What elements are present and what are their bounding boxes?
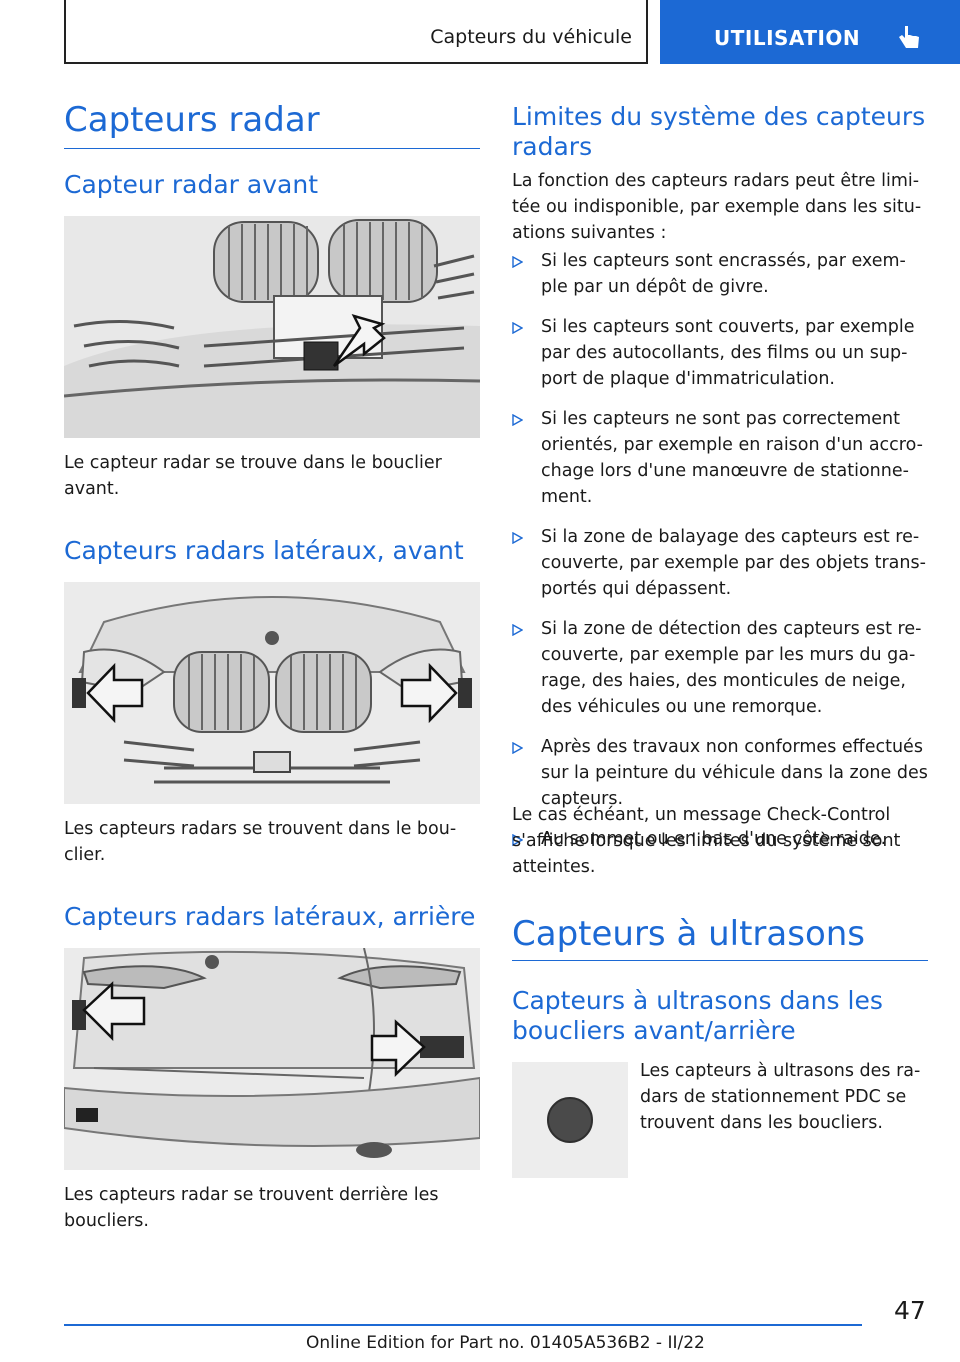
triangle-bullet-icon [512,414,523,426]
front-radar-figure [64,216,480,438]
list-item-text: Si la zone de détection des capteurs est… [541,619,922,717]
ultrasonic-text: Les capteurs à ultrasons des ra-dars de … [640,1061,921,1133]
list-item-text: Si les capteurs ne sont pas correctement… [541,409,923,507]
caption-side-front-radar: Les capteurs radars se trouvent dans le … [64,819,457,865]
triangle-bullet-icon [512,532,523,544]
limits-list: Si les capteurs sont encrassés, par exem… [512,248,932,866]
heading-front-radar: Capteur radar avant [64,170,318,199]
list-item-text: Après des travaux non conformes effectué… [541,737,928,809]
header-chapter-title: UTILISATION [714,26,861,50]
section-title-radar: Capteurs radar [64,100,320,140]
heading-side-rear-radar: Capteurs radars latéraux, arrière [64,902,476,931]
title-rule [64,148,480,149]
footer-rule [64,1324,862,1326]
list-item-text: Si les capteurs sont couverts, par exemp… [541,317,915,389]
triangle-bullet-icon [512,742,523,754]
list-item: Si la zone de détection des capteurs est… [512,616,932,720]
triangle-bullet-icon [512,834,523,846]
heading-system-limits: Limites du système des capteurs radars [512,102,926,161]
kidney-grille-left [213,221,319,303]
caption-side-rear-radar: Les capteurs radar se trouvent derrière … [64,1185,439,1231]
list-item-text: Si les capteurs sont encrassés, par exem… [541,251,906,297]
section-title-ultrasonic: Capteurs à ultrasons [512,914,866,954]
list-item-text: Au sommet ou en bas d'une côte raide. [541,829,887,849]
limits-outro: Le cas échéant, un message Check-Control… [512,805,901,877]
heading-ultrasonic-bumpers: Capteurs à ultrasons dans les boucliers … [512,986,883,1045]
header-section-title: Capteurs du véhicule [430,26,632,48]
side-front-radar-figure [64,582,480,804]
list-item: Si les capteurs sont encrassés, par exem… [512,248,932,300]
page-number: 47 [894,1296,926,1325]
pointing-hand-icon [899,26,919,48]
ultrasonic-sensor-figure [512,1062,628,1178]
limits-intro: La fonction des capteurs radars peut êtr… [512,171,922,243]
header-section-box: Capteurs du véhicule [64,0,648,64]
caption-front-radar: Le capteur radar se trouve dans le boucl… [64,453,442,499]
list-item: Au sommet ou en bas d'une côte raide. [512,826,932,852]
list-item: Si la zone de balayage des capteurs est … [512,524,932,602]
triangle-bullet-icon [512,322,523,334]
heading-side-front-radar: Capteurs radars latéraux, avant [64,536,464,565]
triangle-bullet-icon [512,624,523,636]
footer-edition: Online Edition for Part no. 01405A536B2 … [306,1333,705,1353]
list-item: Si les capteurs ne sont pas correctement… [512,406,932,510]
list-item: Si les capteurs sont couverts, par exemp… [512,314,932,392]
list-item-text: Si la zone de balayage des capteurs est … [541,527,926,599]
header-chapter-tab[interactable]: UTILISATION [660,0,960,64]
side-rear-radar-figure [64,948,480,1170]
list-item: Après des travaux non conformes effectué… [512,734,932,812]
ultrasonic-title-rule [512,960,928,961]
triangle-bullet-icon [512,256,523,268]
